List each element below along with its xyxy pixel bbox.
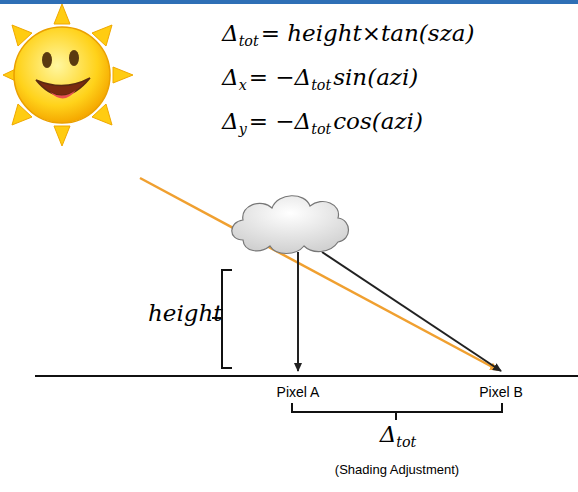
delta-label: Δ [380, 421, 397, 447]
cloud [232, 196, 349, 254]
delta-label-line: Δtot [380, 421, 417, 450]
height-label: height [148, 300, 223, 326]
sun-face [36, 50, 90, 99]
delta-bracket [292, 403, 502, 420]
height-label-line: height [148, 300, 223, 326]
formula: = height×tan(sza) [261, 20, 475, 46]
nadir-arrow [297, 252, 299, 371]
formula: = −Δ [249, 108, 311, 134]
subscript: tot [311, 121, 331, 137]
formula: Δ [222, 20, 239, 46]
shadow-line [322, 252, 501, 371]
formula-line: Δtot= height×tan(sza) [222, 20, 474, 49]
formula: Δ [222, 64, 239, 90]
note: (Shading Adjustment) [335, 462, 459, 477]
ground-line [35, 375, 578, 377]
subscript: y [239, 121, 247, 137]
formula: Δ [222, 108, 239, 134]
note-line: (Shading Adjustment) [335, 462, 459, 477]
subscript: tot [239, 33, 259, 49]
formula-line: Δx= −Δtotsin(azi) [222, 64, 418, 93]
pixel-label: Pixel A [277, 384, 320, 400]
formula: = −Δ [249, 64, 311, 90]
formula: cos(azi) [333, 108, 423, 134]
pixel-label: Pixel B [479, 384, 523, 400]
sun [14, 27, 110, 123]
sun-ray-line [140, 178, 498, 370]
pixel-label-line: Pixel B [479, 384, 523, 400]
formula-line: Δy= −Δtotcos(azi) [222, 108, 423, 137]
top-bar [0, 0, 578, 4]
pixel-label-line: Pixel A [277, 384, 320, 400]
subscript: tot [311, 77, 331, 93]
subscript: x [239, 77, 247, 93]
subscript: tot [396, 434, 416, 450]
formula: sin(azi) [333, 64, 418, 90]
sun-rays [3, 4, 133, 146]
